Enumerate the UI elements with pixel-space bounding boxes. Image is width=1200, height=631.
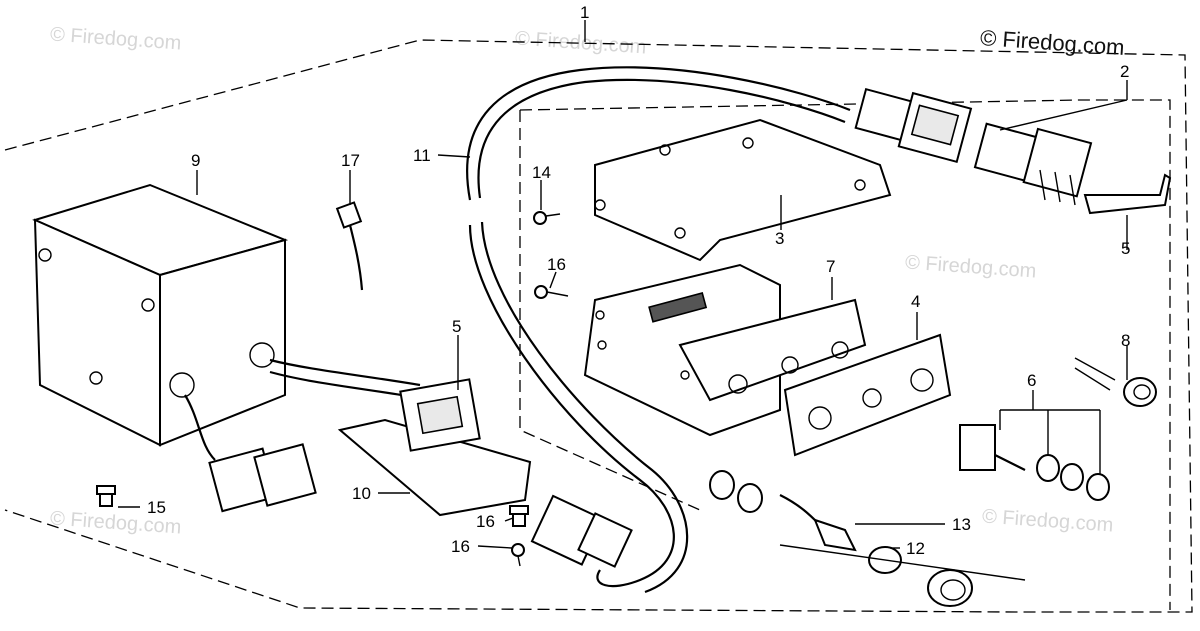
callout-9: 9 (191, 151, 201, 170)
callout-16-mid: 16 (476, 512, 495, 531)
panel-group-boundary-left (519, 110, 701, 511)
callout-7: 7 (826, 257, 836, 276)
callout-10: 10 (352, 484, 371, 503)
screw-part-14 (533, 211, 561, 225)
connector-under-box (208, 443, 317, 513)
callout-17: 17 (341, 151, 360, 170)
callout-8: 8 (1121, 331, 1131, 350)
clip-part-5-top (1083, 173, 1172, 215)
switch-part-6 (959, 424, 1110, 501)
callout-2: 2 (1120, 62, 1130, 81)
callout-11: 11 (413, 146, 431, 165)
lamp-part-8 (1074, 357, 1157, 407)
callout-16-top: 16 (547, 255, 566, 274)
housing-part-7 (583, 263, 867, 437)
socket-part-13 (709, 470, 857, 552)
callout-14: 14 (532, 163, 551, 182)
callout-16-bottom: 16 (451, 537, 470, 556)
screw-part-16-c (511, 543, 525, 567)
callout-3: 3 (775, 229, 785, 248)
mounting-bracket-part-10 (337, 378, 532, 517)
wire-harness (466, 66, 973, 594)
callout-1: 1 (580, 3, 590, 22)
callout-6: 6 (1027, 371, 1037, 390)
faceplate-part-4 (783, 333, 952, 457)
connector-part-2 (973, 122, 1093, 206)
leader-lines (118, 20, 1128, 581)
tie-strap-part-17 (335, 201, 364, 291)
callout-13: 13 (952, 515, 971, 534)
screw-part-16-a (534, 285, 569, 299)
callout-5-top: 5 (1121, 239, 1131, 258)
assembly-boundary (4, 39, 1193, 613)
callout-4: 4 (911, 292, 921, 311)
bracket-part-3 (594, 118, 892, 262)
callout-5-bracket: 5 (452, 317, 462, 336)
lens-part (927, 569, 973, 607)
screw-part-16-b (509, 505, 529, 527)
callout-12: 12 (906, 539, 925, 558)
control-box-part-9 (32, 183, 421, 461)
screw-part-15 (96, 485, 116, 507)
callout-15: 15 (147, 498, 166, 517)
